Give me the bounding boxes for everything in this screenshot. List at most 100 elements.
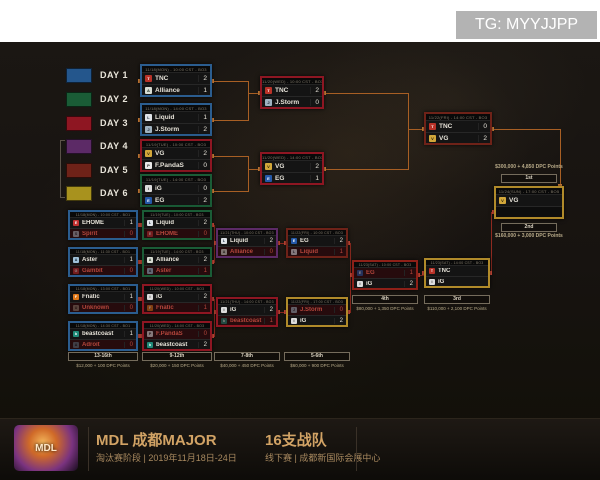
team-score: 0	[124, 267, 133, 274]
team-name: Liquid	[300, 248, 318, 255]
team-logo-icon: T	[429, 123, 436, 130]
team-score: 1	[264, 317, 273, 324]
team-logo-icon: A	[147, 267, 153, 274]
connector-line	[212, 156, 248, 157]
team-logo-icon: A	[145, 86, 152, 94]
event-stage-dates: 淘汰赛阶段 | 2019年11月18日-24日	[96, 453, 237, 463]
team-name: Liquid	[156, 220, 174, 226]
placement-label: 7-8th	[214, 352, 280, 361]
connector-line	[492, 129, 560, 130]
team-score: 0	[198, 331, 207, 337]
team-name: Aster	[156, 267, 172, 274]
placement-prize: $60,000 + 900 DPC Points	[290, 363, 344, 368]
team-name: J.Storm	[300, 307, 323, 313]
connector-line	[60, 140, 61, 198]
team-score: 2	[334, 317, 343, 324]
connector-line	[60, 197, 65, 198]
team-logo-icon: E	[147, 230, 153, 237]
placement-label: 1st	[501, 174, 557, 183]
placement-prize: $80,000 + 1,350 DPC Points	[356, 306, 414, 311]
team-name: Unknown	[82, 304, 109, 311]
connector-line	[278, 312, 286, 313]
match-schedule: 11/20(WED) - 14:00 CST - BO3	[144, 323, 210, 329]
team-score: 2	[198, 125, 207, 133]
connector-line	[350, 243, 351, 313]
team-logo-icon: F	[73, 294, 79, 300]
team-name: TNC	[438, 268, 451, 274]
match-schedule: 11/20(WED) - 10:00 CST - BO3	[262, 78, 322, 85]
team-score: 0	[124, 230, 133, 237]
team-name: Fnatic	[82, 294, 100, 300]
team-logo-icon: L	[147, 220, 153, 226]
connector-node	[138, 334, 142, 338]
team-score: 2	[198, 294, 207, 300]
day-color-swatch	[66, 68, 92, 83]
team-logo-icon: b	[147, 341, 153, 348]
connector-node	[416, 273, 420, 277]
connector-line	[408, 93, 409, 170]
match-schedule: 11/19(TUE) - 14:00 CST - BO3	[144, 249, 210, 255]
connector-node	[346, 310, 350, 314]
team-name: iG	[156, 294, 163, 300]
connector-node	[322, 91, 326, 95]
team-logo-icon: V	[499, 197, 506, 204]
team-logo-icon: i	[357, 280, 363, 287]
team-score: 1	[404, 270, 413, 276]
connector-node	[138, 297, 142, 301]
team-name: J.Storm	[275, 98, 300, 106]
connector-node	[210, 260, 214, 264]
connector-node	[346, 241, 350, 245]
day-color-swatch	[66, 186, 92, 201]
match-schedule: 11/18(MON) - 14:30 CST - BO1	[70, 323, 136, 329]
team-logo-icon: A	[73, 341, 79, 348]
team-score: 2	[198, 341, 207, 348]
team-logo-icon: V	[145, 150, 152, 157]
connector-line	[324, 93, 408, 94]
team-logo-icon: L	[221, 238, 227, 244]
day-color-swatch	[66, 116, 92, 131]
match-schedule: 11/18(MON) - 10:00 CST - BO1	[70, 212, 136, 218]
placement-label: 4th	[352, 295, 418, 304]
match-schedule: 11/21(THU) - 14:00 CST - BO3	[218, 299, 276, 305]
placement-prize: $110,000 + 2,100 DPC Points	[427, 306, 487, 311]
match-schedule: 11/22(FRI) - 14:00 CST - BO3	[426, 114, 490, 121]
team-logo-icon: i	[221, 307, 227, 313]
team-score: 2	[310, 163, 319, 170]
team-score: 2	[198, 75, 207, 82]
team-name: EG	[155, 196, 165, 204]
match-schedule: 11/20(WED) - 14:00 CST - BO3	[262, 154, 322, 161]
connector-line	[324, 169, 408, 170]
placement-prize: $12,000 + 100 DPC Points	[76, 363, 130, 368]
connector-node	[210, 189, 214, 193]
connector-line	[214, 299, 215, 337]
team-score: 0	[198, 161, 207, 169]
team-row	[496, 206, 562, 217]
team-logo-icon: A	[147, 257, 153, 263]
placement-label: 5-6th	[284, 352, 350, 361]
day-color-swatch	[66, 92, 92, 107]
team-logo-icon: i	[145, 185, 152, 192]
match-schedule: 11/18(MON) - 10:00 CST - BO3	[142, 66, 210, 73]
day-label: DAY 5	[100, 165, 129, 175]
team-logo-icon: V	[265, 163, 272, 170]
team-name: iG	[438, 278, 445, 285]
team-name: beastcoast	[156, 341, 188, 348]
team-score: 1	[198, 304, 207, 311]
day-label: DAY 6	[100, 188, 129, 198]
team-logo-icon: T	[429, 268, 435, 274]
